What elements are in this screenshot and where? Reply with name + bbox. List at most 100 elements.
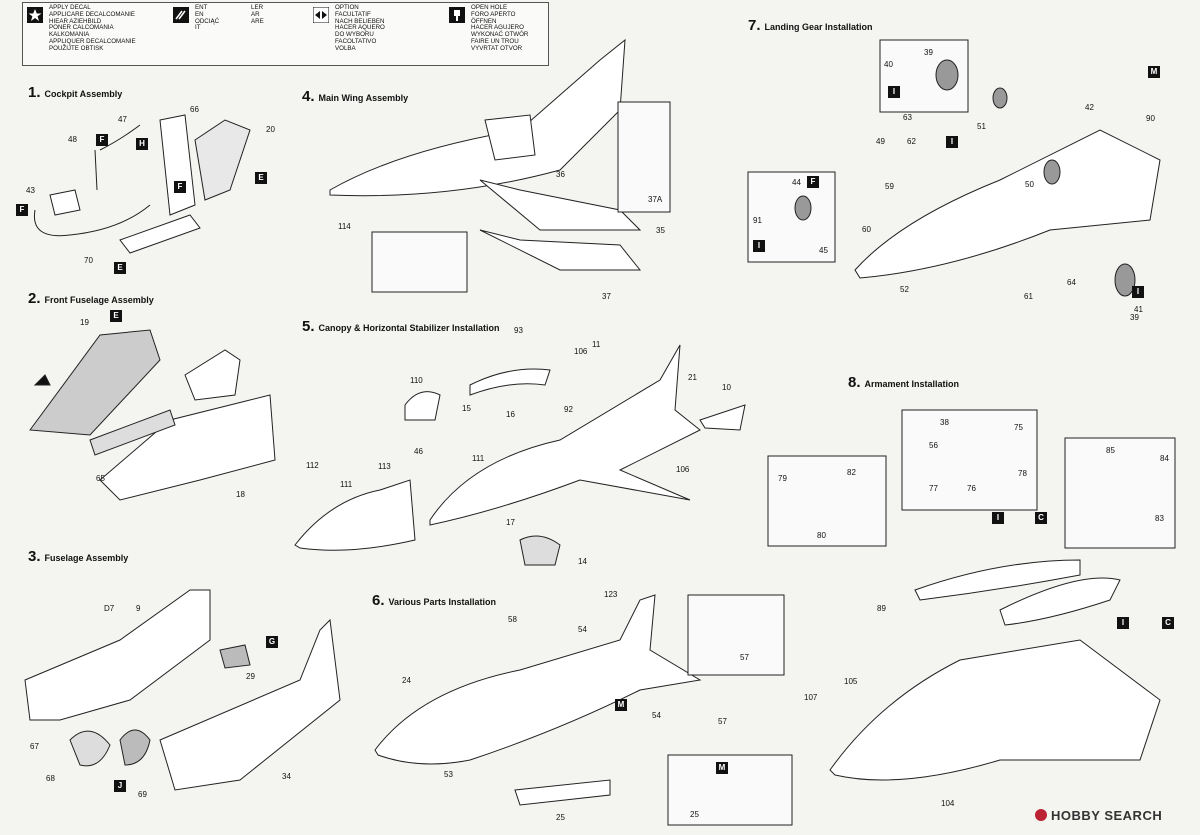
part-label: 45 (819, 246, 828, 255)
part-label: 111 (472, 454, 485, 463)
part-label: 49 (876, 137, 885, 146)
part-label: 62 (907, 137, 916, 146)
various-parts-drawing (374, 594, 793, 826)
front-fuselage-drawing (29, 329, 276, 501)
part-label: 84 (1160, 454, 1169, 463)
legend-languages-text: ENT EN ODCIĄĆ IT (195, 4, 220, 32)
part-label: 68 (46, 774, 55, 783)
part-label: 104 (941, 799, 955, 808)
canopy-stabilizer-drawing (294, 344, 746, 566)
sprue-tag: E (255, 172, 267, 184)
part-label: 85 (1106, 446, 1115, 455)
part-label: 42 (1085, 103, 1094, 112)
sprue-tag: J (114, 780, 126, 792)
sprue-tag: C (1162, 617, 1174, 629)
sprue-tag: I (992, 512, 1004, 524)
part-label: 93 (514, 326, 523, 335)
part-label: 58 (508, 615, 517, 624)
sprue-tag: H (136, 138, 148, 150)
part-label: 76 (967, 484, 976, 493)
part-label: 110 (410, 376, 423, 385)
sprue-tag: I (753, 240, 765, 252)
part-label: 19 (80, 318, 89, 327)
part-label: 56 (929, 441, 938, 450)
part-label: 39 (1130, 313, 1139, 322)
sprue-tag: E (114, 262, 126, 274)
main-wing-drawing (329, 38, 671, 293)
part-label: 41 (1134, 305, 1143, 314)
cockpit-drawing (33, 114, 251, 254)
part-label: 105 (844, 677, 858, 686)
star-icon (27, 7, 43, 23)
part-label: 79 (778, 474, 787, 483)
sprue-tag: M (716, 762, 728, 774)
part-label: 25 (690, 810, 699, 819)
part-label: 51 (977, 122, 986, 131)
sprue-tag: I (1132, 286, 1144, 298)
part-label: 82 (847, 468, 856, 477)
part-label: 34 (282, 772, 291, 781)
part-label: 65 (96, 474, 105, 483)
part-label: 67 (30, 742, 39, 751)
part-label: 29 (246, 672, 255, 681)
sprue-tag: F (174, 181, 186, 193)
armament-drawing (767, 409, 1176, 781)
sprue-tag: F (16, 204, 28, 216)
watermark: HOBBY SEARCH (1035, 808, 1162, 823)
part-label: 11 (592, 340, 601, 349)
landing-gear-drawing (747, 39, 1161, 297)
part-label: 69 (138, 790, 147, 799)
sprue-tag: I (946, 136, 958, 148)
part-label: 114 (338, 222, 351, 231)
sprue-tag: M (615, 699, 627, 711)
part-label: 111 (340, 480, 353, 489)
legend-open-hole-text: OPEN HOLE FORO APERTO ÖFFNEN HACER AGUJE… (471, 4, 529, 52)
part-label: 14 (578, 557, 587, 566)
step-3-heading: 3.Fuselage Assembly (28, 548, 129, 565)
part-label: 113 (378, 462, 391, 471)
sprue-tag: M (1148, 66, 1160, 78)
legend-decal-text: APPLY DECAL APPLICARE DECALCOMANIE HIEAR… (49, 4, 136, 52)
part-label: 37 (602, 292, 611, 301)
part-label: 10 (722, 383, 731, 392)
part-label: 54 (578, 625, 587, 634)
step-7-heading: 7.Landing Gear Installation (748, 17, 873, 34)
part-label: 123 (604, 590, 618, 599)
sprue-tag: F (96, 134, 108, 146)
legend-box: APPLY DECAL APPLICARE DECALCOMANIE HIEAR… (22, 2, 549, 66)
part-label: 21 (688, 373, 697, 382)
part-label: 48 (68, 135, 77, 144)
step-5-heading: 5.Canopy & Horizontal Stabilizer Install… (302, 318, 500, 335)
sprue-tag: C (1035, 512, 1047, 524)
part-label: 75 (1014, 423, 1023, 432)
part-label: 83 (1155, 514, 1164, 523)
step-2-heading: 2.Front Fuselage Assembly (28, 290, 154, 307)
hobby-search-logo-icon (1035, 809, 1047, 821)
part-label: 59 (885, 182, 894, 191)
step-6-heading: 6.Various Parts Installation (372, 592, 497, 609)
part-label: 52 (900, 285, 909, 294)
part-label: 107 (804, 693, 818, 702)
legend-languages2-text: LER AR ARE (251, 4, 264, 25)
part-label: 78 (1018, 469, 1027, 478)
part-label: 35 (656, 226, 665, 235)
part-label: D7 (104, 604, 115, 613)
part-label: 39 (924, 48, 933, 57)
part-label: 15 (462, 404, 471, 413)
part-label: 25 (556, 813, 565, 822)
part-label: 38 (940, 418, 949, 427)
part-label: 66 (190, 105, 199, 114)
part-label: 106 (676, 465, 690, 474)
part-label: 40 (884, 60, 893, 69)
step-8-heading: 8.Armament Installation (848, 374, 960, 391)
part-label: 63 (903, 113, 912, 122)
part-label: 77 (929, 484, 938, 493)
part-label: 80 (817, 531, 826, 540)
part-label: 44 (792, 178, 801, 187)
part-label: 37A (648, 195, 663, 204)
part-label: 89 (877, 604, 886, 613)
part-label: 24 (402, 676, 411, 685)
part-label: 20 (266, 125, 275, 134)
part-label: 60 (862, 225, 871, 234)
